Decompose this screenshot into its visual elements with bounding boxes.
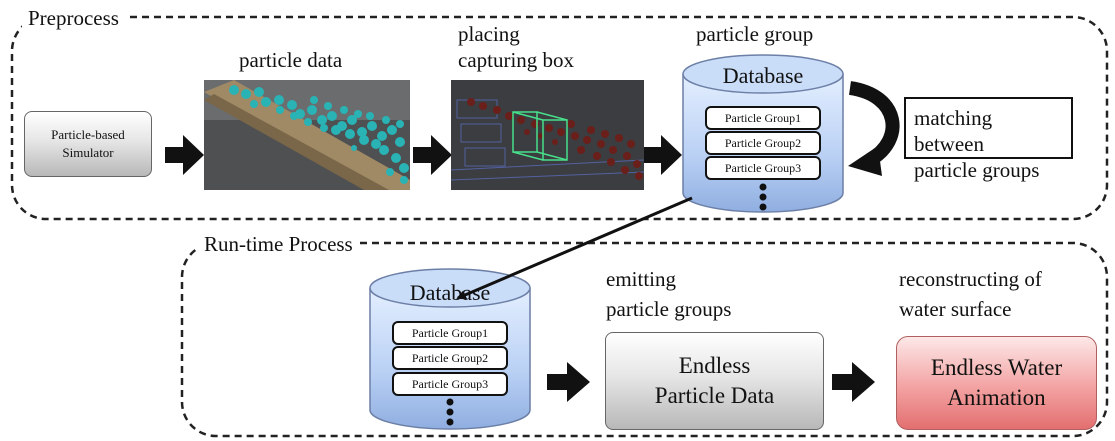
particle-group-caption: particle group <box>696 22 814 46</box>
matching-curve-arrow <box>848 81 900 176</box>
block-arrows <box>165 135 875 402</box>
particle-data-image <box>204 80 410 190</box>
db-transfer-arrow <box>456 196 693 300</box>
runtime-frame <box>180 241 1109 438</box>
endless-particle-line2: Particle Data <box>654 383 775 408</box>
endless-water-line2: Animation <box>947 385 1046 410</box>
preprocess-db-item: Particle Group1 <box>705 106 821 130</box>
arrow-capture-to-db <box>643 135 682 175</box>
matching-line2: particle groups <box>914 158 1040 182</box>
capturing-box-render <box>451 80 644 190</box>
runtime-db-item: Particle Group2 <box>392 346 508 370</box>
arrow-endless-to-water <box>832 362 875 402</box>
simulator-box-label: Particle-based Simulator <box>51 127 125 160</box>
reconstruct-caption-line2: water surface <box>899 297 1012 321</box>
emitting-caption-line2: particle groups <box>606 297 732 321</box>
reconstruct-caption-line1: reconstructing of <box>899 267 1042 291</box>
runtime-db-more-dots <box>446 398 454 426</box>
preprocess-db-item: Particle Group3 <box>705 156 821 180</box>
runtime-db-item: Particle Group3 <box>392 372 508 396</box>
preprocess-label: Preprocess <box>22 6 125 30</box>
capturing-box-image <box>451 80 644 190</box>
particle-data-caption: particle data <box>239 48 343 72</box>
runtime-db-item: Particle Group1 <box>392 321 508 345</box>
endless-water-box: Endless Water Animation <box>896 336 1097 430</box>
particle-data-render <box>204 80 410 190</box>
endless-particle-line1: Endless <box>678 353 751 378</box>
capturing-caption-line2: capturing box <box>458 48 575 72</box>
arrow-data-to-capture <box>413 135 452 175</box>
preprocess-db-title: Database <box>722 63 804 88</box>
matching-line1: matching between <box>914 106 993 156</box>
preprocess-frame <box>10 15 1109 221</box>
arrow-db-to-endless <box>547 362 590 402</box>
capturing-caption-line1: placing <box>458 22 520 46</box>
emitting-caption-line1: emitting <box>606 267 676 291</box>
preprocess-db-item: Particle Group2 <box>705 131 821 155</box>
runtime-label: Run-time Process <box>198 232 359 256</box>
matching-box: matching between particle groups <box>904 97 1073 182</box>
arrow-simulator-to-data <box>165 135 204 175</box>
simulator-box: Particle-based Simulator <box>24 111 152 177</box>
endless-water-line1: Endless Water <box>930 355 1063 380</box>
preprocess-db-more-dots <box>759 183 767 211</box>
endless-particle-box: Endless Particle Data <box>605 332 824 430</box>
runtime-db-title: Database <box>409 280 491 305</box>
